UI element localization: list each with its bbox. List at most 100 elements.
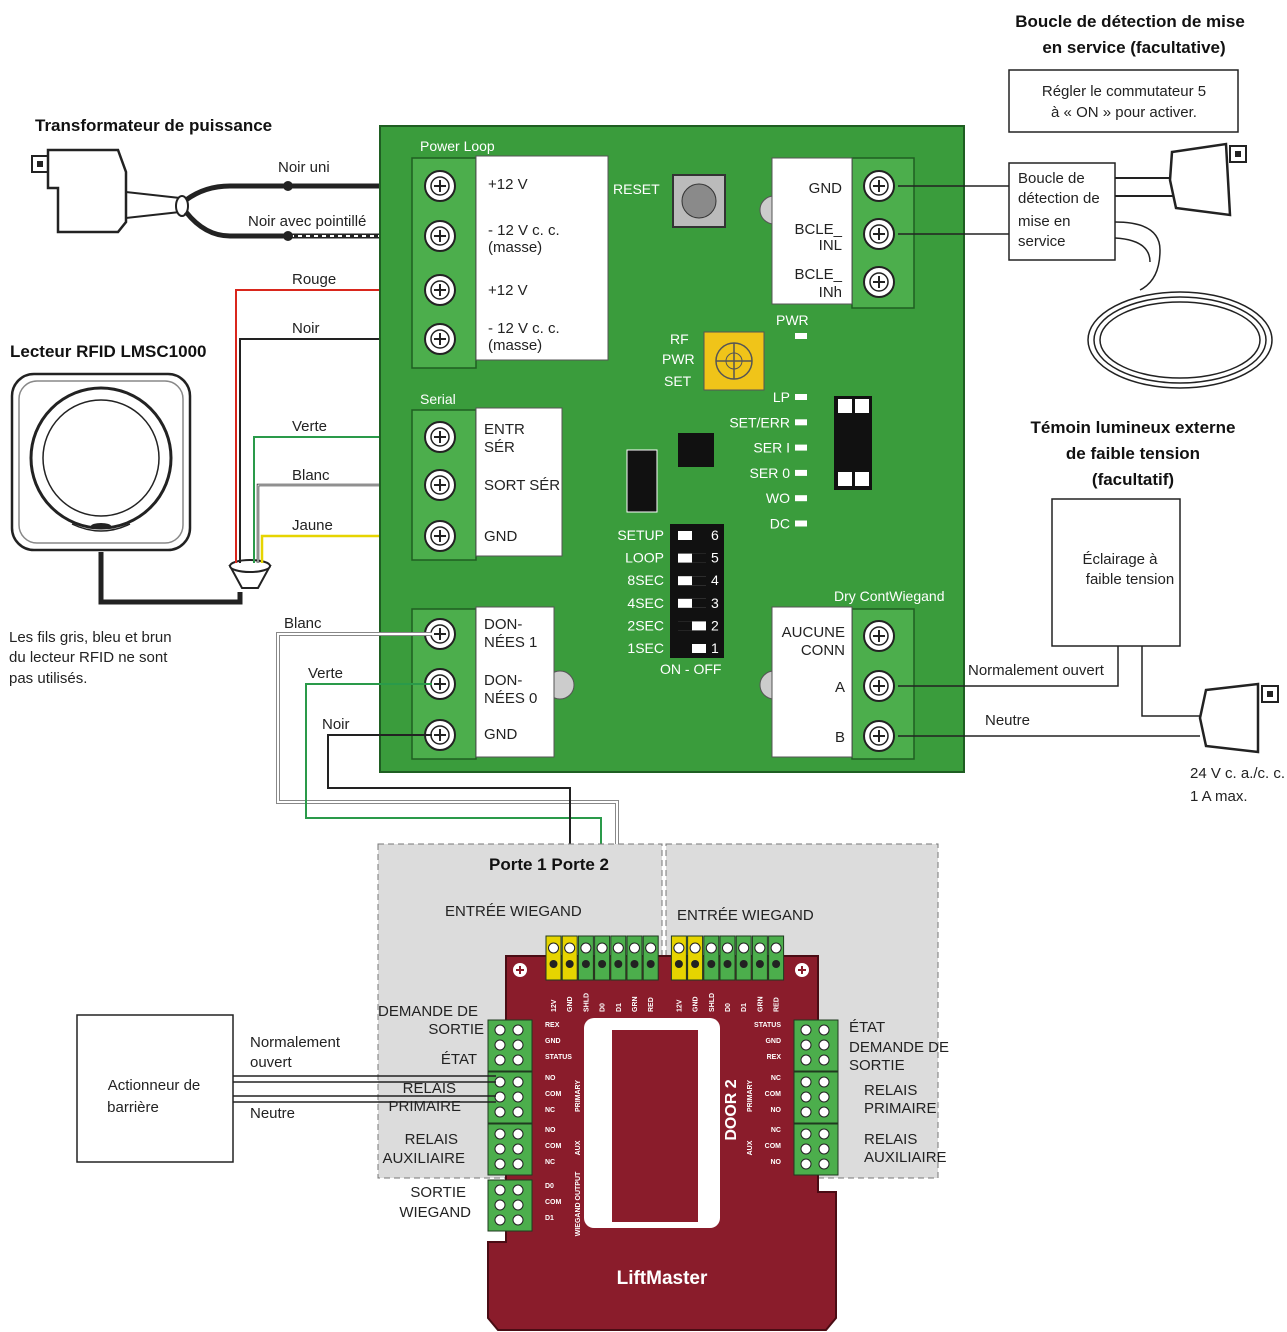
rf-power-dial[interactable] [703,331,765,391]
controller-screw[interactable] [494,1143,506,1155]
controller-screw[interactable] [800,1106,812,1118]
dip-label: SETUP [617,527,664,543]
svg-text:(masse): (masse) [488,337,542,354]
controller-screw[interactable] [800,1128,812,1140]
controller-screw[interactable] [800,1158,812,1170]
svg-text:PRIMAIRE: PRIMAIRE [864,1100,937,1117]
terminal-screw[interactable] [863,266,895,298]
svg-text:NÉES 0: NÉES 0 [484,690,537,707]
controller-screw[interactable] [800,1143,812,1155]
controller-screw[interactable] [800,1039,812,1051]
pin-label: SHLD [709,993,716,1012]
terminal-screw[interactable] [863,620,895,652]
wiegand-label-box: DON- NÉES 1 DON- NÉES 0 GND [475,606,555,758]
controller-screw[interactable] [494,1214,506,1226]
controller-screw[interactable] [494,1199,506,1211]
terminal-screw[interactable] [863,218,895,250]
led-label: WO [766,490,790,506]
terminal-screw[interactable] [424,170,456,202]
controller-screw[interactable] [494,1024,506,1036]
wire-black-label: Noir [292,320,320,337]
serial-terminal-block [411,409,477,561]
dip-label: 1SEC [627,640,664,656]
terminal-screw[interactable] [424,220,456,252]
gate-no-label-line-1: Normalement [250,1034,341,1051]
dip-switch-body [670,524,724,658]
svg-text:GND: GND [484,528,518,545]
controller-screw[interactable] [494,1106,506,1118]
pin-label: D1 [741,1003,748,1012]
terminal-screw[interactable] [863,170,895,202]
terminal-screw[interactable] [863,670,895,702]
controller-screw[interactable] [800,1076,812,1088]
wiegand-output-terminal [487,1179,533,1232]
controller-screw[interactable] [494,1158,506,1170]
controller-pin-label: NC [545,1107,555,1114]
serial-label-box: ENTR SÉR SORT SÉR GND [475,407,563,557]
controller-pin-label: GND [545,1038,561,1045]
controller-screw[interactable] [494,1054,506,1066]
led-label: SER 0 [750,465,791,481]
wiegand-input-left-label: ENTRÉE WIEGAND [445,903,582,920]
controller-screw[interactable] [494,1039,506,1051]
svg-text:Éclairage à: Éclairage à [1082,551,1158,568]
controller-screw[interactable] [494,1091,506,1103]
pwr-led-label: PWR [776,312,809,328]
controller-pin-label: COM [765,1091,782,1098]
dip-number: 3 [711,595,719,611]
controller-screw[interactable] [800,1024,812,1036]
wire-yellow-label: Jaune [292,517,333,534]
dip-label: 8SEC [627,572,664,588]
rfid-note-line-3: pas utilisés. [9,670,87,687]
controller-screw[interactable] [494,1076,506,1088]
door-controller: DOOR 1 DOOR 2 LiftMaster WIEGAND INPUTS [487,955,837,1331]
controller-pin-label: D0 [545,1183,554,1190]
loop-title-line-2: en service (facultative) [1042,38,1225,57]
loop-detector-box [1008,162,1116,261]
svg-text:faible tension: faible tension [1086,571,1174,588]
svg-text:Actionneur de: Actionneur de [108,1077,201,1094]
transformer-plug [31,148,189,234]
svg-text:détection de: détection de [1018,190,1100,207]
svg-text:ÉTAT: ÉTAT [849,1019,885,1036]
svg-text:ENTR: ENTR [484,421,525,438]
terminal-screw[interactable] [424,520,456,552]
controller-group-label: PRIMARY [747,1080,754,1112]
terminal-screw[interactable] [424,421,456,453]
rf-label-line-2: PWR [662,351,695,367]
svg-text:+12 V: +12 V [488,176,528,193]
svg-text:INL: INL [819,237,842,254]
pin-label: SHLD [583,993,590,1012]
controller-screw[interactable] [494,1128,506,1140]
wiegand-black-label: Noir [322,716,350,733]
controller-pin-label: COM [545,1143,562,1150]
terminal-screw[interactable] [424,469,456,501]
pin-label: 12V [551,999,558,1012]
svg-text:DEMANDE DE: DEMANDE DE [378,1003,478,1020]
svg-text:DON-: DON- [484,616,522,633]
pin-label: D0 [725,1003,732,1012]
wiegand-inputs-banner: WIEGAND INPUTS [631,1018,693,1025]
pin-label: RED [774,997,781,1012]
doors-title: Porte 1 Porte 2 [489,855,609,874]
controller-pin-label: STATUS [545,1054,572,1061]
wire-green-label: Verte [292,418,327,435]
terminal-screw[interactable] [424,274,456,306]
controller-pin-label: NO [771,1107,782,1114]
terminal-screw[interactable] [424,323,456,355]
terminal-screw[interactable] [863,720,895,752]
controller-pin-label: GND [765,1038,781,1045]
controller-screw[interactable] [800,1054,812,1066]
wire-solid-black-label: Noir uni [278,159,330,176]
loop-detector-plug [1115,142,1247,217]
pin-label: GND [693,996,700,1012]
svg-text:service: service [1018,233,1066,250]
controller-pin-label: STATUS [754,1022,781,1029]
controller-screw[interactable] [494,1184,506,1196]
primary-relay-terminal-right [793,1071,839,1124]
pin-label: GRN [632,996,639,1012]
controller-screw[interactable] [800,1091,812,1103]
